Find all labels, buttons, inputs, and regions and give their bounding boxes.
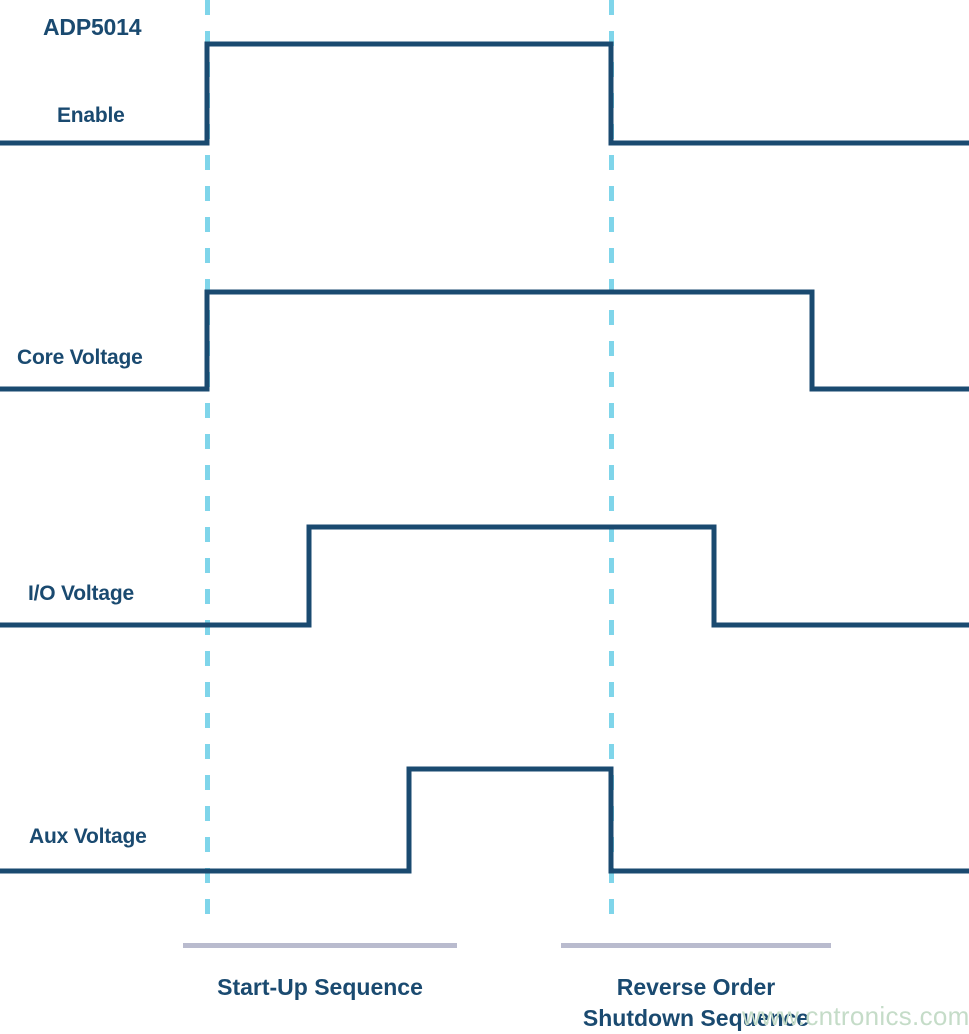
signal-label-core-voltage: Core Voltage [17,346,143,369]
caption-startup-sequence-line1: Start-Up Sequence [217,974,423,1000]
caption-shutdown-sequence-line1: Reverse Order [616,974,776,1000]
waveform-core-voltage [0,289,969,392]
waveform-aux-voltage [0,766,969,874]
signal-label-enable: Enable [57,104,125,127]
waveforms-group [0,41,969,874]
watermark-text: www.cntronics.com [742,1001,969,1031]
waveform-enable [0,41,969,146]
caption-shutdown-sequence-line2: Shutdown Sequence [582,1005,810,1031]
signal-label-aux-voltage: Aux Voltage [29,825,147,848]
waveform-io-voltage [0,524,969,628]
signal-label-io-voltage: I/O Voltage [28,582,134,605]
caption-shutdown-sequence: Reverse Order Shutdown Sequence [536,972,856,1034]
caption-startup-sequence: Start-Up Sequence [183,972,457,1003]
page-title: ADP5014 [43,14,142,40]
